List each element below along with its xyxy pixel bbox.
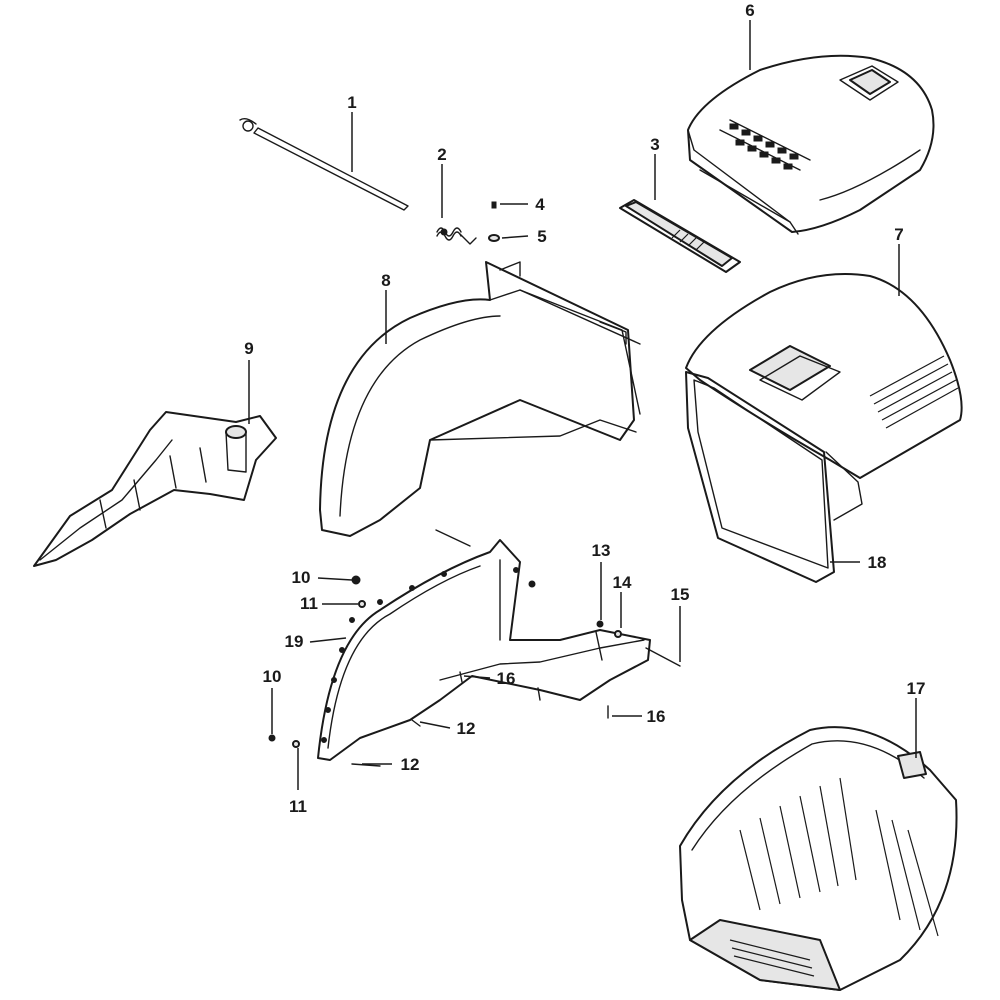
part-1-rod: [239, 117, 409, 211]
callout-10-bottom: 10: [263, 667, 282, 686]
callout-13: 13: [592, 541, 611, 560]
callout-11-bottom: 11: [289, 797, 307, 816]
callout-10-top: 10: [292, 568, 311, 587]
callout-labels: 1 2 3 4 5 6 7 8 9 10 11 19 13 14 15 16 1…: [244, 1, 925, 816]
callout-12-upper: 12: [457, 719, 476, 738]
callout-2: 2: [437, 145, 446, 164]
basket-floor-grid: [729, 939, 815, 977]
callout-5: 5: [537, 227, 546, 246]
callout-16-upper: 16: [497, 669, 516, 688]
bag-cover-louvres: [869, 355, 959, 429]
callout-18: 18: [868, 553, 887, 572]
callout-9: 9: [244, 339, 253, 358]
callout-19: 19: [285, 632, 304, 651]
bag-lid-vent-grille: [729, 123, 799, 170]
part-6-bag-lid: [687, 54, 935, 235]
callout-6: 6: [745, 1, 754, 20]
part-9-side-flap: [33, 411, 277, 567]
part-8-chute-housing: [319, 261, 641, 537]
callout-1: 1: [347, 93, 356, 112]
callout-11-top: 11: [300, 594, 318, 613]
callout-17: 17: [907, 679, 926, 698]
part-4-screw: [491, 201, 497, 209]
basket-side-grille: [739, 777, 939, 937]
callout-14: 14: [613, 573, 632, 592]
callout-12-lower: 12: [401, 755, 420, 774]
part-5-washer: [488, 234, 500, 242]
part-3-handle-grip: [619, 199, 741, 273]
leader-lines: [248, 20, 917, 790]
callout-15: 15: [671, 585, 690, 604]
part-19-lower-chute: [317, 539, 651, 761]
callout-3: 3: [650, 135, 659, 154]
part-17-grass-basket: [679, 726, 958, 991]
callout-4: 4: [535, 195, 545, 214]
part-7-bag-cover: [685, 273, 963, 479]
part-18-bag-frame: [685, 371, 863, 583]
fastener-screws: [268, 529, 681, 767]
callout-16-lower: 16: [647, 707, 666, 726]
lower-chute-rivets: [321, 571, 447, 743]
callout-8: 8: [381, 271, 390, 290]
callout-7: 7: [894, 225, 903, 244]
part-2-spring: [436, 227, 477, 245]
